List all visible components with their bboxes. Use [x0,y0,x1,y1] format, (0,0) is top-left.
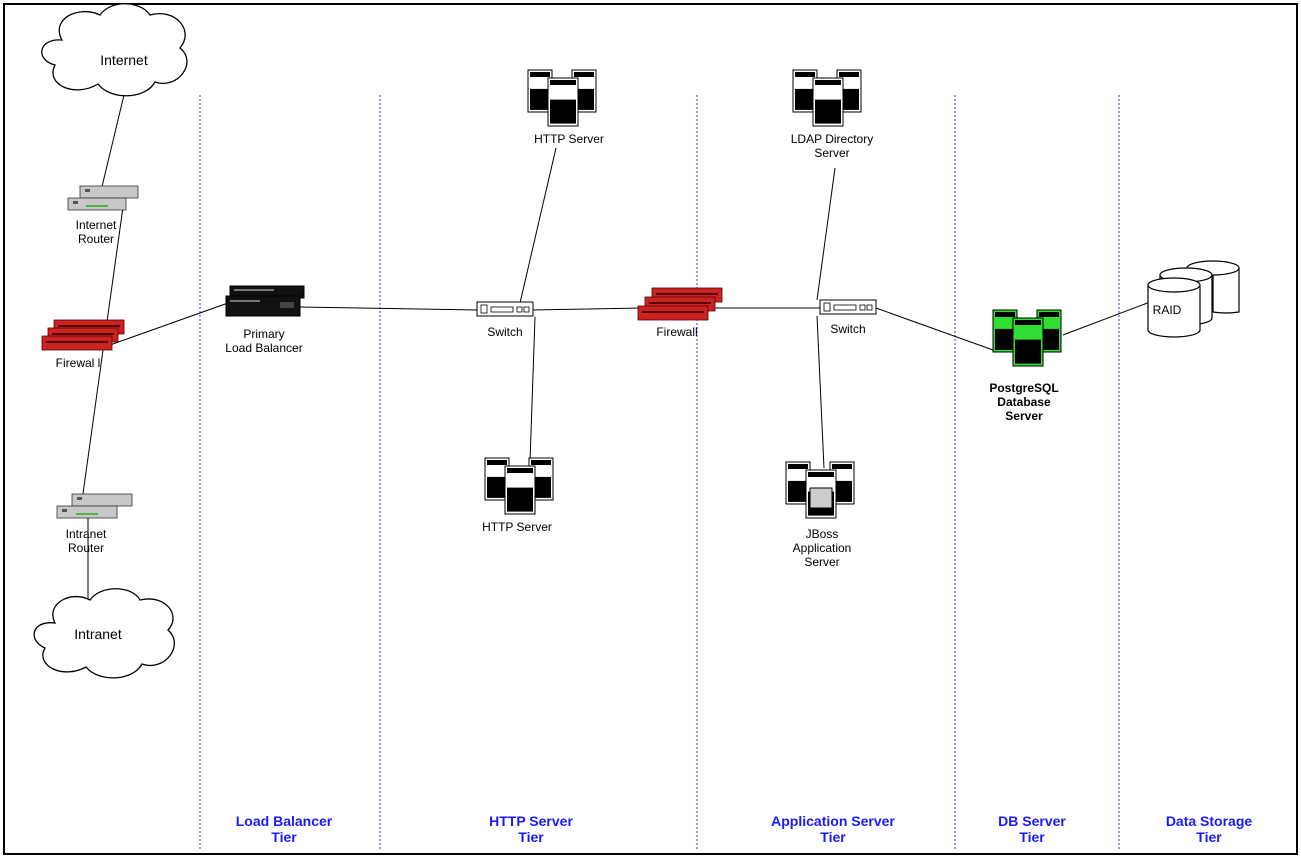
internet-cloud [41,3,188,97]
intranet-cloud [33,588,175,679]
jboss-server-label: JBoss Application Server [793,527,852,569]
jboss-label-line3: Server [804,555,840,569]
jboss-server-icon [785,461,855,519]
postgres-label-line1: PostgreSQL [989,381,1059,395]
postgres-label-line3: Server [1005,409,1043,423]
internet-router-label-line2: Router [77,232,115,246]
link-switch1-firewall2 [531,307,641,311]
link-switch2-jboss [816,315,825,469]
link-switch2-ldap [816,167,836,301]
postgres-server-icon [992,309,1062,367]
intranet-router-label-line1: Intranet [65,527,107,541]
switch-2-label: Switch [830,322,866,336]
link-lb-switch1 [299,306,479,311]
jboss-label-line2: Application [792,541,852,555]
ldap-server-icon [792,69,862,127]
raid-icon [1147,260,1240,338]
diagram-frame [3,3,1298,855]
link-switch2-postgres [875,307,994,351]
connections [79,94,1151,605]
load-balancer-icon [225,285,305,317]
internet-router-label-line1: Internet [75,218,117,232]
ldap-label-line2: Server [814,146,850,160]
switch-1-label: Switch [487,325,523,339]
link-internet-router [99,94,125,196]
tier-label-db-server: DB Server Tier [998,813,1066,845]
load-balancer-label: Primary Load Balancer [225,327,302,355]
load-balancer-label-line2: Load Balancer [225,341,303,355]
link-switch1-http-bottom [529,316,536,463]
tier-http-line1: HTTP Server [489,813,573,829]
tier-label-data-storage: Data Storage Tier [1166,813,1252,845]
http-server-bottom-label: HTTP Server [482,520,552,534]
link-postgres-raid [1062,301,1151,336]
intranet-router-label-line2: Router [67,541,105,555]
tier-label-load-balancer: Load Balancer Tier [236,813,332,845]
http-server-top-label: HTTP Server [534,132,604,146]
tier-app-line1: Application Server [771,813,895,829]
ldap-label-line1: LDAP Directory [790,132,874,146]
tier-lb-line2: Tier [271,829,297,845]
intranet-router-label: Intranet Router [66,527,107,555]
switch-2-icon [819,299,877,315]
internet-cloud-label: Internet [100,52,148,68]
firewall-1-label: Firewal l [55,356,101,370]
intranet-cloud-label: Intranet [74,626,122,642]
link-switch1-http-top [519,147,557,304]
switch-1-icon [476,301,534,317]
tier-storage-line1: Data Storage [1165,813,1253,829]
tier-label-application-server: Application Server Tier [771,813,895,845]
jboss-label-line1: JBoss [805,527,839,541]
tier-app-line2: Tier [820,829,846,845]
link-firewall-lb [109,302,229,346]
firewall-1-icon [41,319,125,351]
tier-storage-line2: Tier [1196,829,1222,845]
tier-lb-line1: Load Balancer [235,813,333,829]
load-balancer-label-line1: Primary [243,327,285,341]
ldap-server-label: LDAP Directory Server [791,132,873,160]
firewall-2-icon [637,287,723,321]
link-router-firewall-down [79,199,125,516]
raid-label: RAID [1152,303,1182,317]
postgres-label-line2: Database [997,395,1051,409]
internet-router-label: Internet Router [76,218,117,246]
tier-http-line2: Tier [518,829,544,845]
postgres-server-label: PostgreSQL Database Server [989,381,1058,423]
firewall-2-label: Firewall [656,325,698,339]
tier-db-line2: Tier [1019,829,1045,845]
tier-db-line1: DB Server [998,813,1066,829]
tier-dividers [199,95,1120,851]
internet-router-icon [67,185,139,211]
intranet-router-icon [56,493,133,519]
http-server-bottom-icon [484,457,554,515]
tier-label-http-server: HTTP Server Tier [489,813,573,845]
http-server-top-icon [527,69,597,127]
